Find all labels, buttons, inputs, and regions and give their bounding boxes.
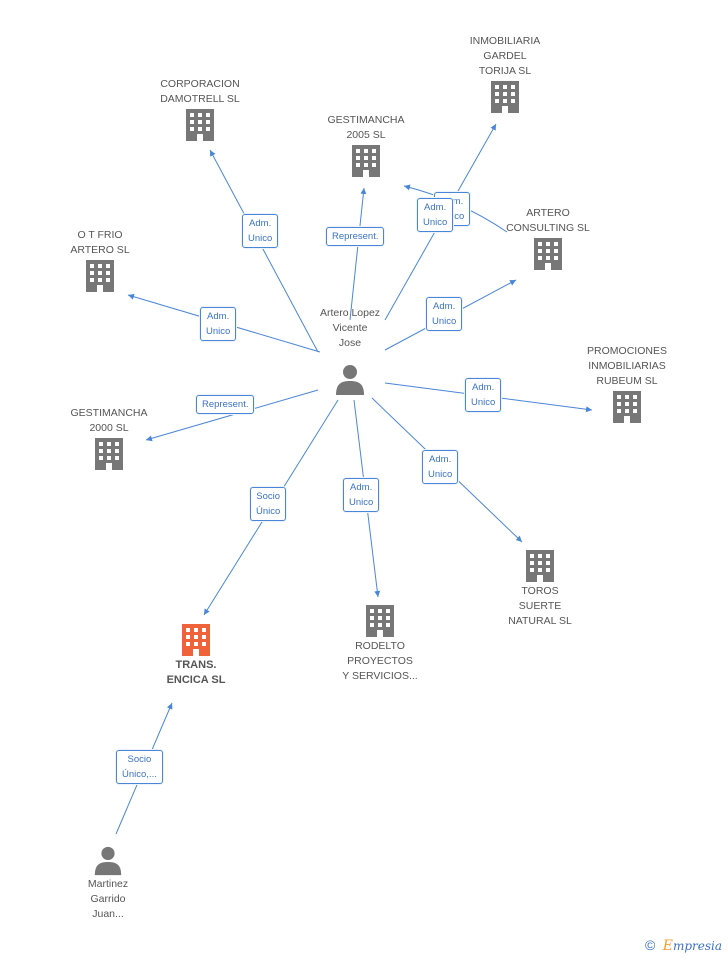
person-icon [94, 846, 122, 876]
node-label: TRANS. ENCICA SL [166, 659, 226, 686]
node-label: TOROS SUERTE NATURAL SL [508, 585, 572, 627]
node-label: ARTERO CONSULTING SL [506, 207, 590, 234]
node-artero-consulting[interactable]: ARTERO CONSULTING SL [473, 206, 623, 272]
node-gestimancha-2005[interactable]: GESTIMANCHA 2005 SL [291, 113, 441, 179]
node-toros-suerte-natural[interactable]: TOROS SUERTE NATURAL SL [465, 548, 615, 629]
building-icon [491, 81, 519, 113]
node-martinez-garrido-juan[interactable]: Martinez Garrido Juan... [33, 845, 183, 922]
node-label: O T FRIO ARTERO SL [70, 229, 130, 256]
node-gestimancha-2000[interactable]: GESTIMANCHA 2000 SL [34, 406, 184, 472]
edge-line-corporacion [209, 149, 319, 353]
edge-label-artero-consulting-2[interactable]: Adm. Unico [417, 198, 454, 232]
building-icon [613, 391, 641, 423]
edge-label-gestimancha2000[interactable]: Represent. [196, 395, 255, 414]
building-icon [186, 109, 214, 141]
building-icon [95, 438, 123, 470]
person-icon [336, 365, 364, 395]
edge-label-artero-consulting[interactable]: Adm. Unico [426, 297, 463, 331]
edge-label-toros[interactable]: Adm. Unico [422, 450, 459, 484]
node-label: INMOBILIARIA GARDEL TORIJA SL [469, 35, 541, 77]
building-icon [526, 550, 554, 582]
edge-label-corporacion[interactable]: Adm. Unico [242, 214, 279, 248]
building-icon [182, 624, 210, 656]
edge-label-trans[interactable]: Socio Único [250, 487, 287, 521]
node-rodelto-proyectos[interactable]: RODELTO PROYECTOS Y SERVICIOS... [305, 603, 455, 684]
edge-label-martinez[interactable]: Socio Único,... [116, 750, 163, 784]
brand-logo[interactable]: Empresia [662, 938, 722, 954]
copyright-icon: © [645, 937, 656, 953]
building-icon [534, 238, 562, 270]
node-trans-encica[interactable]: TRANS. ENCICA SL [121, 622, 271, 688]
building-icon [352, 145, 380, 177]
footer-brand: © Empresia [645, 937, 722, 954]
node-ot-frio-artero[interactable]: O T FRIO ARTERO SL [25, 228, 175, 294]
edge-label-promociones[interactable]: Adm. Unico [465, 378, 502, 412]
edge-label-rodelto[interactable]: Adm. Unico [343, 478, 380, 512]
node-inmobiliaria-gardel[interactable]: INMOBILIARIA GARDEL TORIJA SL [430, 34, 580, 115]
node-label: GESTIMANCHA 2005 SL [327, 114, 405, 141]
node-promociones-rubeum[interactable]: PROMOCIONES INMOBILIARIAS RUBEUM SL [552, 344, 702, 425]
node-artero-lopez-vicente-jose[interactable]: Artero Lopez Vicente Jose [275, 306, 425, 397]
node-label: RODELTO PROYECTOS Y SERVICIOS... [342, 640, 418, 682]
node-label: PROMOCIONES INMOBILIARIAS RUBEUM SL [587, 345, 667, 387]
node-label: Artero Lopez Vicente Jose [319, 307, 381, 349]
edge-line-gestimancha2005 [349, 187, 367, 321]
node-label: CORPORACION DAMOTRELL SL [160, 78, 240, 105]
node-label: Martinez Garrido Juan... [87, 878, 129, 920]
edge-label-otfrio[interactable]: Adm. Unico [200, 307, 237, 341]
building-icon [366, 605, 394, 637]
building-icon [86, 260, 114, 292]
edge-line-gestimancha2000 [145, 389, 319, 442]
node-corporacion-damotrell[interactable]: CORPORACION DAMOTRELL SL [125, 77, 275, 143]
edge-label-gestimancha2005[interactable]: Represent. [326, 227, 385, 246]
node-label: GESTIMANCHA 2000 SL [70, 407, 148, 434]
